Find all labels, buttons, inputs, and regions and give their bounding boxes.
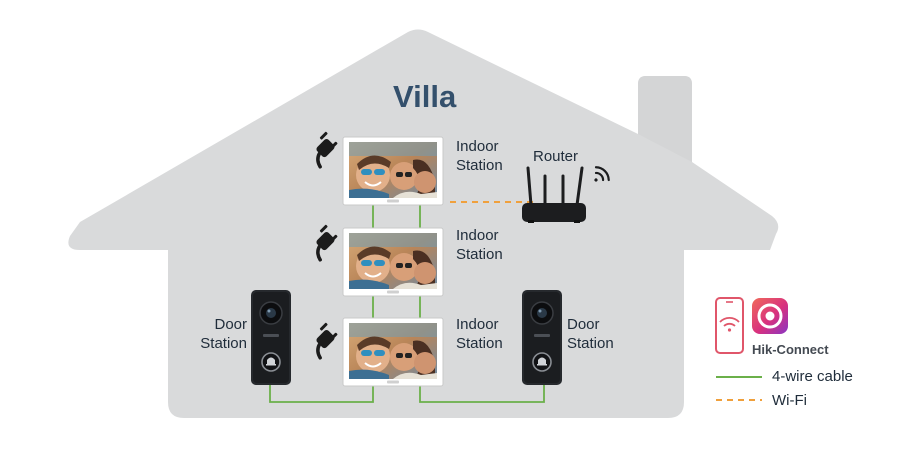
label-line: Indoor bbox=[456, 138, 499, 155]
label-line: Station bbox=[456, 157, 503, 174]
label-line: Indoor bbox=[456, 227, 499, 244]
router-label: Router bbox=[533, 148, 579, 165]
door-station-left bbox=[250, 289, 292, 386]
wifi-signal-icon bbox=[594, 166, 610, 182]
indoor-station-1-label: Indoor Station bbox=[456, 137, 503, 175]
label-line: Door bbox=[214, 316, 247, 333]
wire-connections bbox=[269, 204, 545, 403]
label-line: Indoor bbox=[456, 316, 499, 333]
label-line: Station bbox=[456, 335, 503, 352]
app-name: Hik-Connect bbox=[752, 342, 829, 357]
door-station-right bbox=[521, 289, 563, 386]
chimney bbox=[638, 76, 692, 162]
label-line: Station bbox=[456, 246, 503, 263]
indoor-station-3 bbox=[343, 318, 443, 386]
page-title: Villa bbox=[393, 79, 457, 114]
door-station-left-label: Door Station bbox=[199, 315, 247, 353]
label-line: Door bbox=[567, 316, 600, 333]
indoor-station-2-label: Indoor Station bbox=[456, 226, 503, 264]
router-icon bbox=[522, 166, 586, 223]
indoor-station-1 bbox=[343, 137, 443, 205]
phone-wifi-icon bbox=[715, 297, 744, 354]
legend-wifi-label: Wi-Fi bbox=[772, 392, 807, 409]
legend-wire-label: 4-wire cable bbox=[772, 368, 853, 385]
house-silhouette bbox=[68, 29, 779, 418]
hik-connect-app-icon bbox=[752, 298, 788, 334]
door-station-right-label: Door Station bbox=[567, 315, 614, 353]
label-line: Station bbox=[200, 335, 247, 352]
label-line: Station bbox=[567, 335, 614, 352]
indoor-station-3-label: Indoor Station bbox=[456, 315, 503, 353]
indoor-station-2 bbox=[343, 228, 443, 296]
